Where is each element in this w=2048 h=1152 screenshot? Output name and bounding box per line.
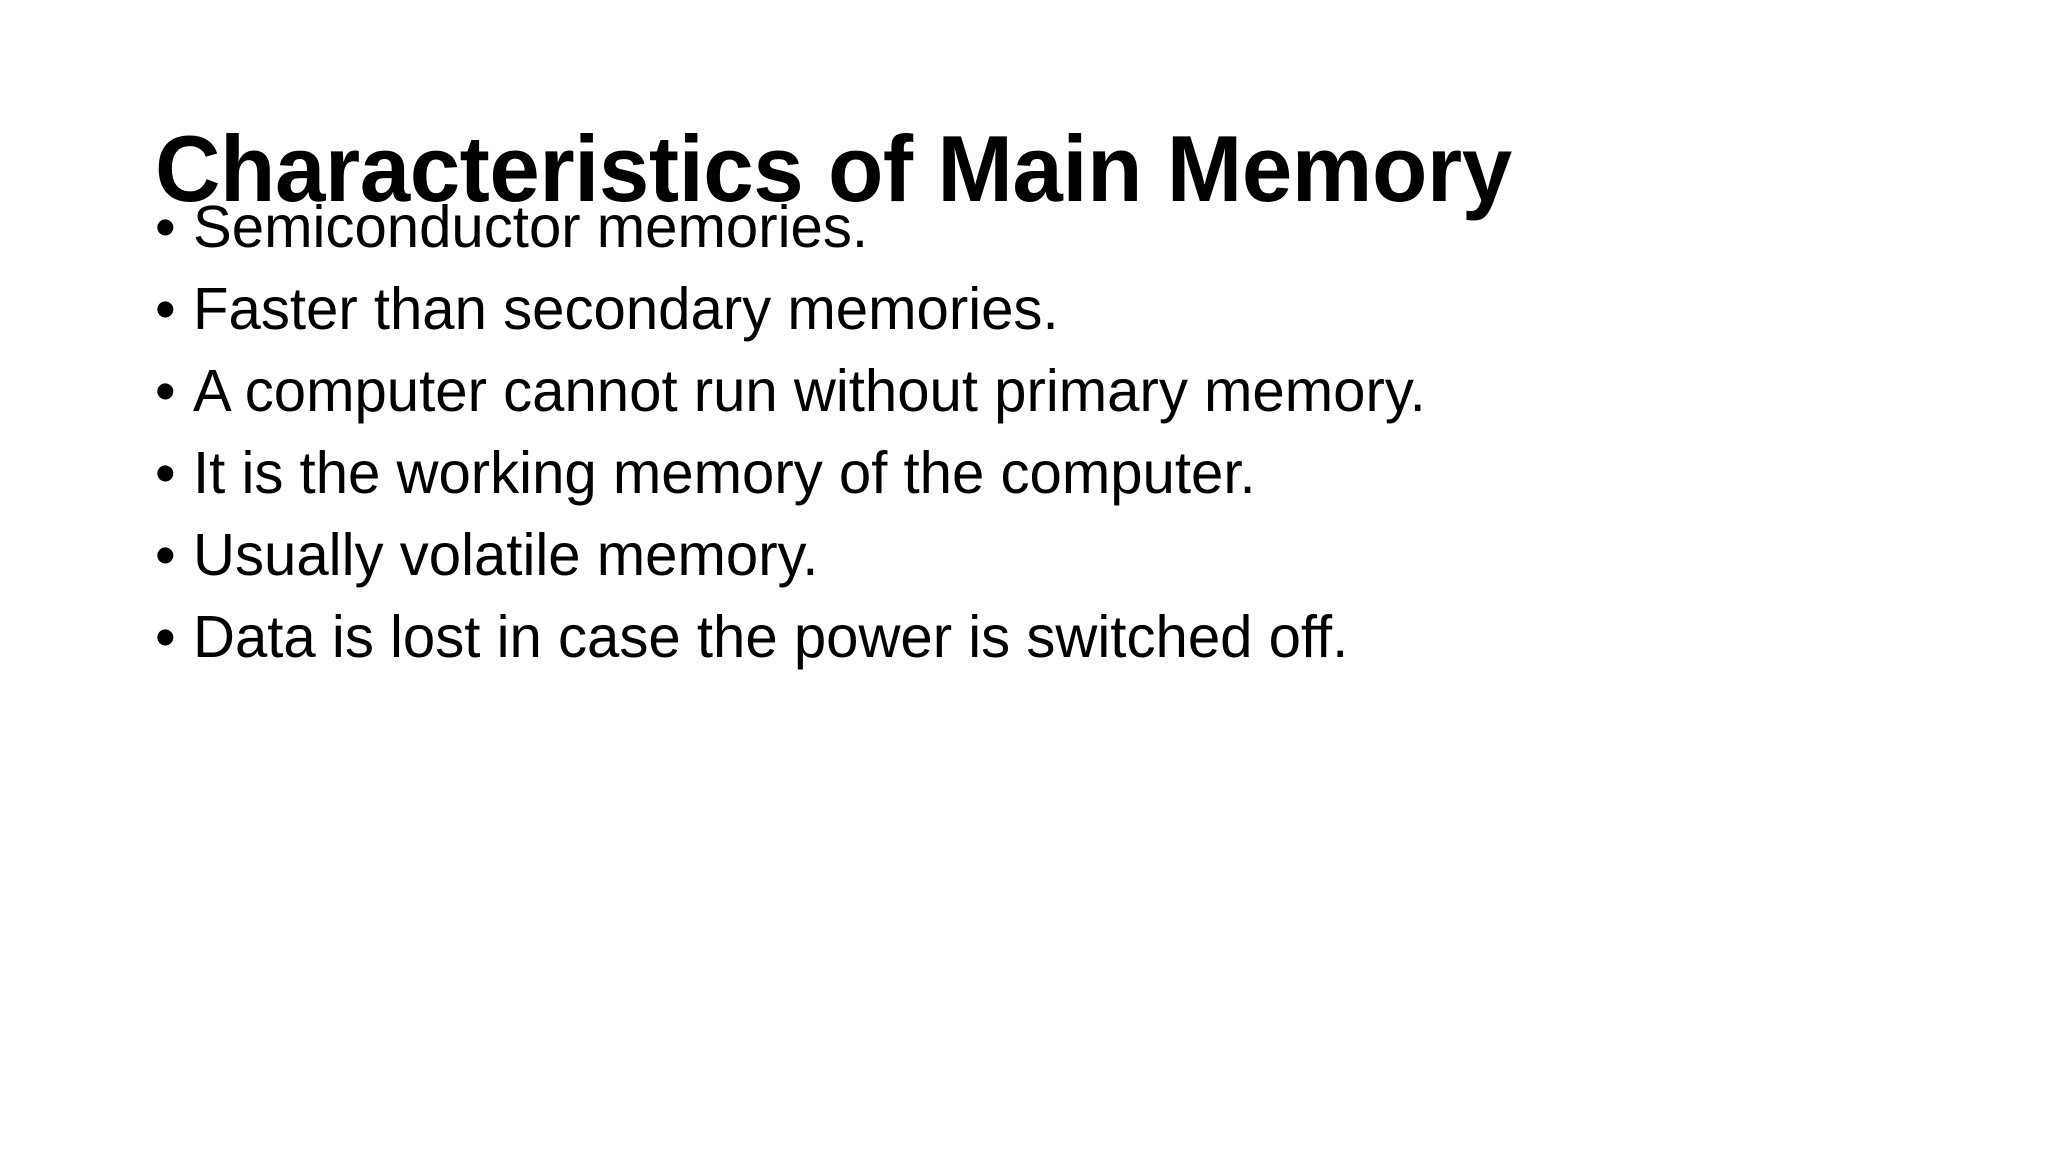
- bullet-point-icon: •: [155, 522, 176, 588]
- list-item-label: Usually volatile memory.: [193, 522, 819, 588]
- bullet-point-icon: •: [155, 358, 176, 424]
- bullet-point-icon: •: [155, 276, 176, 342]
- list-item-label: Semiconductor memories.: [193, 194, 869, 260]
- bullet-list: • Semiconductor memories. • Faster than …: [155, 186, 1955, 678]
- bullet-point-icon: •: [155, 194, 176, 260]
- bullet-point-icon: •: [155, 604, 176, 670]
- list-item: • It is the working memory of the comput…: [155, 432, 1955, 514]
- list-item: • A computer cannot run without primary …: [155, 350, 1955, 432]
- bullet-point-icon: •: [155, 440, 176, 506]
- page-title: Characteristics of Main Memory: [155, 115, 1512, 221]
- list-item: • Faster than secondary memories.: [155, 268, 1955, 350]
- list-item: • Data is lost in case the power is swit…: [155, 596, 1955, 678]
- list-item: • Semiconductor memories.: [155, 186, 1955, 268]
- list-item-label: A computer cannot run without primary me…: [193, 358, 1426, 424]
- list-item-label: Data is lost in case the power is switch…: [193, 604, 1349, 670]
- list-item-label: Faster than secondary memories.: [193, 276, 1059, 342]
- list-item: • Usually volatile memory.: [155, 514, 1955, 596]
- list-item-label: It is the working memory of the computer…: [193, 440, 1256, 506]
